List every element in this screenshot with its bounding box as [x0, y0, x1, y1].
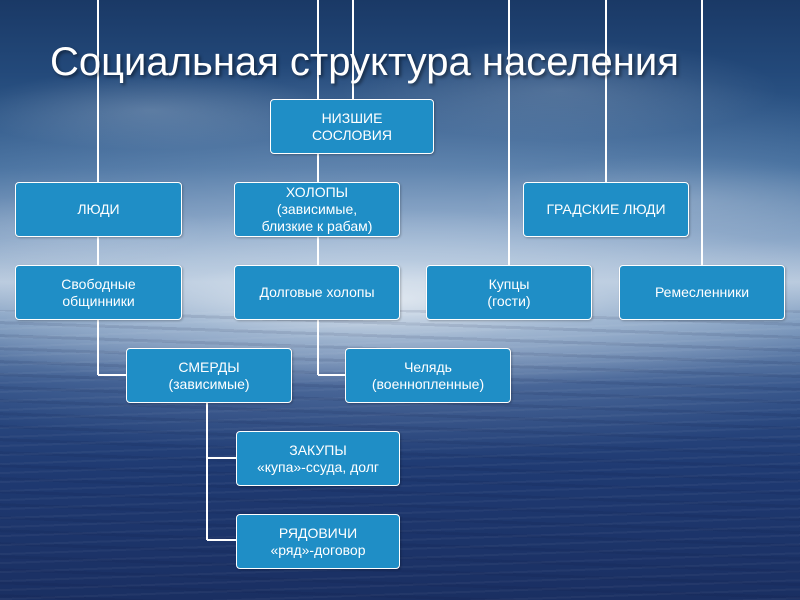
node-chelyad-label: Челядь (военнопленные): [371, 358, 485, 392]
node-merchants: Купцы (гости): [426, 265, 592, 320]
node-lower-estates-label: НИЗШИЕ СОСЛОВИЯ: [312, 109, 392, 143]
node-town-people-label: ГРАДСКИЕ ЛЮДИ: [546, 201, 666, 217]
node-lower-estates: НИЗШИЕ СОСЛОВИЯ: [270, 99, 434, 154]
node-people-label: ЛЮДИ: [77, 201, 120, 217]
node-artisans-label: Ремесленники: [654, 284, 750, 300]
node-free-commoners-label: Свободные общинники: [61, 275, 136, 309]
node-kholopy: ХОЛОПЫ (зависимые, близкие к рабам): [234, 182, 400, 237]
node-debt-kholopy-label: Долговые холопы: [259, 284, 375, 300]
node-kholopy-label: ХОЛОПЫ (зависимые, близкие к рабам): [261, 184, 373, 234]
page-title: Социальная структура населения: [50, 40, 679, 84]
node-smerdy-label: СМЕРДЫ (зависимые): [168, 358, 250, 392]
node-people: ЛЮДИ: [15, 182, 182, 237]
node-town-people: ГРАДСКИЕ ЛЮДИ: [523, 182, 689, 237]
node-artisans: Ремесленники: [619, 265, 785, 320]
node-ryadovichi: РЯДОВИЧИ «ряд»-договор: [236, 514, 400, 569]
node-smerdy: СМЕРДЫ (зависимые): [126, 348, 292, 403]
node-free-commoners: Свободные общинники: [15, 265, 182, 320]
node-merchants-label: Купцы (гости): [487, 275, 531, 309]
node-debt-kholopy: Долговые холопы: [234, 265, 400, 320]
node-ryadovichi-label: РЯДОВИЧИ «ряд»-договор: [270, 524, 366, 558]
node-chelyad: Челядь (военнопленные): [345, 348, 511, 403]
node-zakupy: ЗАКУПЫ «купа»-ссуда, долг: [236, 431, 400, 486]
node-zakupy-label: ЗАКУПЫ «купа»-ссуда, долг: [256, 441, 380, 475]
